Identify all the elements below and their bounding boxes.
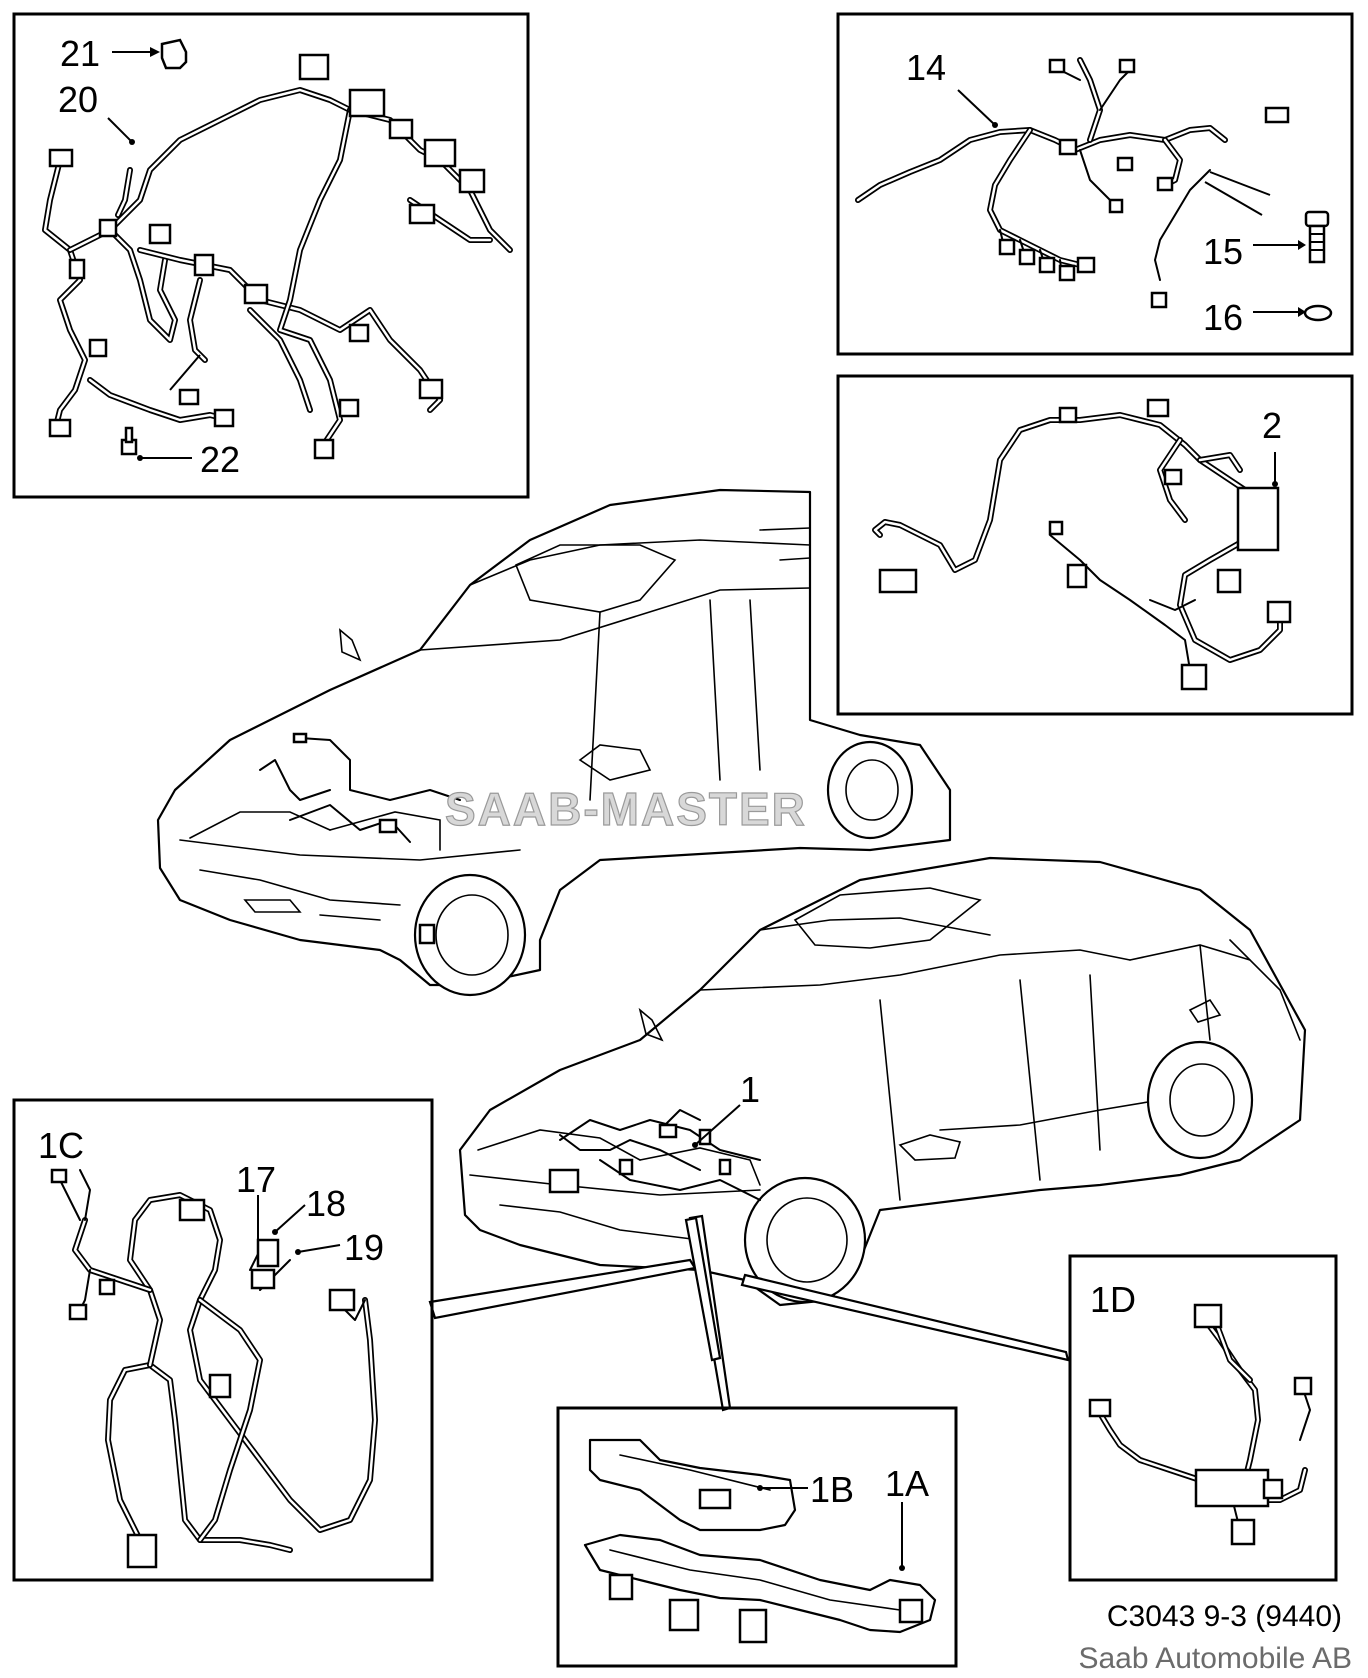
panel-frame: [12, 1098, 434, 1582]
label-16: 16: [1203, 297, 1243, 338]
panel-frame: [1068, 1254, 1338, 1582]
label-18: 18: [306, 1183, 346, 1224]
label-1D: 1D: [1090, 1279, 1136, 1320]
copyright-text: Saab Automobile AB: [1078, 1642, 1352, 1675]
detail-panel-harness-2: 2: [836, 374, 1354, 716]
detail-panel-1A-1B: 1B 1A: [556, 1406, 958, 1668]
label-2: 2: [1262, 405, 1282, 446]
label-22: 22: [200, 439, 240, 480]
panel-frame: [836, 374, 1354, 716]
panel-frame: [836, 12, 1354, 356]
label-1A: 1A: [885, 1463, 929, 1504]
detail-panel-injector-harness: 14 15 16: [836, 12, 1354, 356]
car-illustration-upper: [156, 488, 952, 997]
label-15: 15: [1203, 231, 1243, 272]
label-14: 14: [906, 47, 946, 88]
panel-frame: [556, 1406, 958, 1668]
detail-panel-1C: 1C 17 18 19: [12, 1098, 434, 1582]
detail-panel-1D: 1D: [1068, 1254, 1338, 1582]
detail-panel-engine-harness: 21 20 22: [12, 12, 530, 499]
car-illustration-lower: [458, 856, 1307, 1307]
label-19: 19: [344, 1227, 384, 1268]
label-21: 21: [60, 33, 100, 74]
leader-1: [694, 1104, 741, 1146]
label-1: 1: [740, 1069, 760, 1110]
label-1B: 1B: [810, 1469, 854, 1510]
label-20: 20: [58, 79, 98, 120]
label-1C: 1C: [38, 1125, 84, 1166]
detail-leaders: [428, 1214, 1070, 1412]
label-17: 17: [236, 1159, 276, 1200]
watermark-text: SAAB-MASTER: [445, 783, 807, 835]
diagram-code: C3043 9-3 (9440): [1107, 1600, 1342, 1633]
panel-frame: [12, 12, 530, 499]
